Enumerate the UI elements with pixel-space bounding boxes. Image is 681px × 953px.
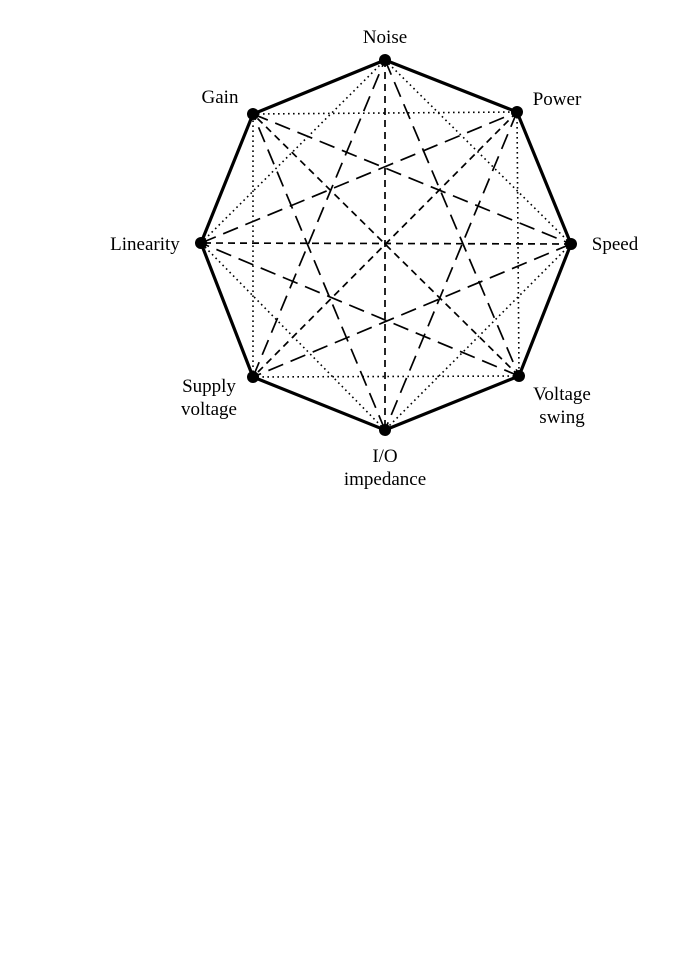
diameter-voltage-swing-gain xyxy=(252,113,520,377)
chord-skip2-gain-power xyxy=(252,111,518,115)
perimeter-edge-gain-noise xyxy=(251,58,387,116)
chord-skip3-linearity-power xyxy=(200,111,518,244)
vertex-label-line: impedance xyxy=(344,469,426,490)
vertex-label-line: Supply xyxy=(182,376,236,397)
vertex-dot-noise xyxy=(379,54,391,66)
chord-skip2-linearity-noise xyxy=(200,59,386,244)
vertex-label-noise: Noise xyxy=(363,27,407,48)
vertex-label-line: Noise xyxy=(363,27,407,48)
chord-skip3-voltage-swing-linearity xyxy=(200,242,520,377)
diameter-speed-linearity xyxy=(200,242,572,245)
vertex-label-speed: Speed xyxy=(592,234,639,255)
vertex-dot-power xyxy=(511,106,523,118)
chord-skip3-io-impedance-gain xyxy=(252,113,386,431)
vertex-dot-supply-voltage xyxy=(247,371,259,383)
perimeter-edge-noise-power xyxy=(383,58,519,114)
vertex-label-line: voltage xyxy=(181,399,237,420)
edges-layer xyxy=(199,58,573,432)
vertex-label-linearity: Linearity xyxy=(110,234,180,255)
vertex-label-line: I/O xyxy=(372,446,397,467)
chord-skip3-speed-supply-voltage xyxy=(252,243,572,378)
chord-skip3-noise-voltage-swing xyxy=(384,59,520,377)
chord-skip2-noise-speed xyxy=(384,59,572,245)
vertex-dot-linearity xyxy=(195,237,207,249)
vertex-label-line: swing xyxy=(539,407,585,428)
vertex-dots-layer xyxy=(195,54,577,436)
vertex-label-line: Gain xyxy=(202,87,239,108)
vertex-label-line: Power xyxy=(533,89,582,110)
perimeter-edge-power-speed xyxy=(515,110,573,246)
perimeter-edge-voltage-swing-io-impedance xyxy=(383,374,521,432)
diameter-power-supply-voltage xyxy=(252,111,518,378)
vertex-dot-io-impedance xyxy=(379,424,391,436)
vertex-label-gain: Gain xyxy=(202,87,239,108)
vertex-label-line: Speed xyxy=(592,234,639,255)
chord-skip3-gain-speed xyxy=(252,113,572,245)
perimeter-edge-linearity-gain xyxy=(199,112,255,245)
chord-skip2-speed-io-impedance xyxy=(384,243,572,431)
chord-skip3-power-io-impedance xyxy=(384,111,518,431)
chord-skip2-voltage-swing-supply-voltage xyxy=(252,375,520,378)
vertex-dot-voltage-swing xyxy=(513,370,525,382)
vertex-dot-gain xyxy=(247,108,259,120)
perimeter-edge-io-impedance-supply-voltage xyxy=(251,375,387,432)
vertex-label-line: Voltage xyxy=(533,384,591,405)
chord-skip2-power-voltage-swing xyxy=(516,111,520,377)
perimeter-edge-supply-voltage-linearity xyxy=(199,241,255,379)
perimeter-edge-speed-voltage-swing xyxy=(517,242,573,378)
chord-skip3-supply-voltage-noise xyxy=(252,59,386,378)
vertex-dot-speed xyxy=(565,238,577,250)
vertex-label-power: Power xyxy=(533,89,582,110)
vertex-label-line: Linearity xyxy=(110,234,180,255)
